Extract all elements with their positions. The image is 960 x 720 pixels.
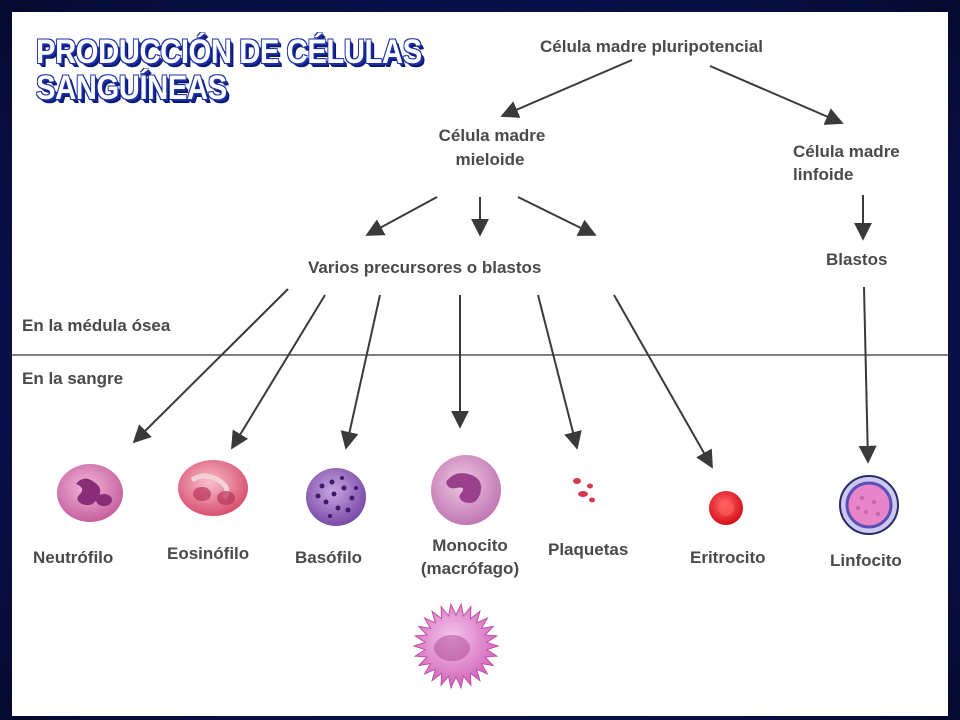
arrow-to-neutrophil	[132, 288, 289, 444]
arrow-to-eosinophil	[231, 294, 326, 450]
macrophage-illustration	[412, 602, 500, 690]
arrow-myeloid-to-precursors-left	[365, 196, 438, 236]
lymphoid-stem-cell-label-line2: linfoide	[793, 165, 853, 184]
pluripotent-stem-cell-label: Célula madre pluripotencial	[540, 37, 763, 56]
basophil-label: Basófilo	[295, 548, 362, 567]
arrow-to-basophil	[340, 294, 381, 450]
platelets-illustration	[573, 478, 595, 503]
erythrocyte-label: Eritrocito	[690, 548, 766, 567]
neutrophil-label: Neutrófilo	[33, 548, 113, 567]
arrow-to-platelets	[537, 294, 582, 450]
erythrocyte-illustration	[709, 491, 743, 525]
eosinophil-illustration	[178, 460, 248, 516]
slide: Célula madre pluripotencial Célula madre…	[12, 12, 948, 716]
lymphocyte-illustration	[839, 475, 899, 535]
slide-title-line2: SANGUÍNEAS	[36, 69, 227, 107]
monocyte-label-line2: (macrófago)	[421, 559, 519, 578]
arrows	[132, 59, 877, 469]
slide-title: PRODUCCIÓN DE CÉLULAS SANGUÍNEAS	[36, 34, 485, 106]
arrow-myeloid-to-precursors-right	[517, 196, 597, 236]
myeloid-stem-cell-label-line2: mieloide	[456, 150, 525, 169]
precursors-label: Varios precursores o blastos	[308, 258, 541, 277]
monocyte-label-line1: Monocito	[432, 536, 508, 555]
arrow-to-erythrocyte	[613, 294, 713, 469]
basophil-illustration	[306, 468, 366, 526]
bone-marrow-zone-label: En la médula ósea	[22, 316, 171, 335]
blood-zone-label: En la sangre	[22, 369, 123, 388]
lymphoid-stem-cell-label-line1: Célula madre	[793, 142, 900, 161]
neutrophil-illustration	[57, 464, 123, 522]
arrow-pluripotent-to-myeloid	[500, 59, 633, 118]
slide-title-line1: PRODUCCIÓN DE CÉLULAS	[36, 33, 422, 71]
blasts-label: Blastos	[826, 250, 887, 269]
platelets-label: Plaquetas	[548, 540, 628, 559]
blood-cell-production-diagram: Célula madre pluripotencial Célula madre…	[12, 37, 948, 690]
arrow-pluripotent-to-lymphoid	[709, 65, 844, 125]
arrow-blasts-to-lymphocyte	[858, 286, 877, 464]
eosinophil-label: Eosinófilo	[167, 544, 249, 563]
lymphocyte-label: Linfocito	[830, 551, 902, 570]
monocyte-illustration	[431, 455, 501, 525]
myeloid-stem-cell-label-line1: Célula madre	[439, 126, 546, 145]
